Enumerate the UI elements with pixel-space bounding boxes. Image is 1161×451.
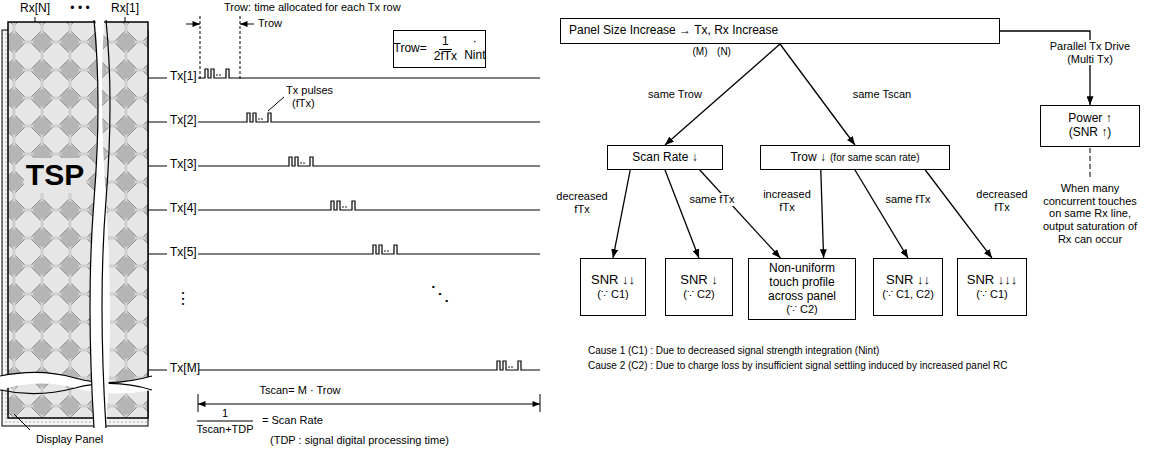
cause-note: Cause 1 (C1) : Due to decreased signal s… [588, 345, 879, 357]
box-note: (∵ C2) [683, 288, 714, 301]
box-text: Panel Size Increase → Tx, Rx Increase [569, 24, 778, 38]
pulse-dot [345, 206, 347, 208]
scan-time-formula: Tscan= M · Trow [260, 384, 341, 397]
rx-label: Rx[N] [20, 2, 50, 16]
edge-label: same Tscan [845, 88, 920, 101]
tx-label: Tx[2] [170, 114, 197, 128]
result-box: SNR ↓(∵ C2) [665, 258, 733, 316]
pulse-dot [387, 250, 389, 252]
panel-name: TSP [24, 158, 86, 193]
pulse-dot [261, 118, 263, 120]
box-note: (∵ C1) [597, 288, 628, 301]
result-box: SNR ↓↓(∵ C1) [580, 258, 646, 316]
box-note: (∵ C2) [786, 303, 817, 316]
flow-arrow [665, 170, 699, 258]
subscript-note: (M) [693, 46, 708, 58]
tx-label: Tx[5] [170, 246, 197, 260]
formula-text: · Nint [464, 35, 485, 63]
edge-label: increased fTx [758, 188, 816, 213]
box-text: SNR ↓↓↓ [967, 273, 1018, 288]
edge-label: decreased fTx [553, 190, 611, 215]
pulse-dot [508, 366, 510, 368]
result-box: SNR ↓↓(∵ C1, C2) [873, 258, 943, 316]
definition-note: (TDP : signal digital processing time) [270, 434, 449, 447]
flow-arrow [855, 170, 908, 258]
edge-label: same fTx [688, 193, 736, 206]
tx-label: Tx[M] [170, 362, 200, 376]
result-box: Non-uniform touch profile across panel(∵… [748, 258, 856, 320]
tx-waveforms [198, 69, 540, 370]
cause-note: Cause 2 (C2) : Due to charge loss by ins… [588, 360, 1008, 372]
box-note: (for same scan rate) [830, 152, 919, 164]
tx-waveform [198, 157, 540, 166]
tx-waveform [198, 113, 540, 122]
fraction-denominator: Tscan+TDP [196, 423, 253, 436]
formula-text: 1 [439, 35, 452, 50]
tx-label: Tx[1] [170, 70, 197, 84]
flow-arrow [700, 170, 781, 258]
box-note: (∵ C1, C2) [882, 288, 934, 301]
pulse-dot [303, 162, 305, 164]
flow-arrow [613, 170, 630, 258]
tx-label: Tx[3] [170, 158, 197, 172]
edge-label: decreased fTx [973, 188, 1031, 213]
panel-name: Display Panel [36, 433, 103, 446]
edge-label: same Trow [640, 88, 710, 101]
box-note: (SNR ↑) [1069, 126, 1112, 140]
pulse-dot [258, 118, 260, 120]
timing-annotations [186, 16, 1090, 421]
touch-screen-panel [0, 0, 152, 430]
tx-waveform [198, 69, 540, 78]
saturation-note: When many concurrent touches on same Rx … [1036, 182, 1144, 245]
fraction-numerator: 1 [222, 407, 228, 420]
rx-label: Rx[1] [111, 2, 139, 16]
result-box: SNR ↓↓↓(∵ C1) [957, 258, 1027, 316]
pulse-dot [216, 74, 218, 76]
box-text: Scan Rate ↓ [632, 151, 697, 165]
definition-note: Trow: time allocated for each Tx row [224, 1, 401, 14]
formula-text: Trow= [394, 42, 427, 56]
box-text: SNR ↓↓ [886, 273, 930, 288]
box-text: Non-uniform touch profile across panel [754, 262, 850, 303]
box-text: SNR ↓ [680, 273, 718, 288]
timing-dimension: Trow [258, 17, 282, 30]
tx-waveform [198, 201, 540, 210]
box-note: (∵ C1) [976, 288, 1007, 301]
flow-arrow [925, 170, 992, 258]
edge-label: same fTx [884, 193, 932, 206]
process-box: Panel Size Increase → Tx, Rx Increase [560, 18, 1000, 44]
tx-waveform [198, 245, 540, 254]
formula-box: Trow=12fTx· Nint [393, 30, 486, 68]
ellipsis: ⋮ [175, 290, 191, 308]
frequency-label: (fTx) [292, 97, 315, 110]
tx-label: Tx[4] [170, 202, 197, 216]
formula-text: 2fTx [431, 50, 460, 64]
edge-label: Parallel Tx Drive (Multi Tx) [1043, 40, 1138, 65]
pulse-dot [384, 250, 386, 252]
pulse-dot [511, 366, 513, 368]
subscript-note: (N) [717, 46, 731, 58]
fraction: 12fTx [431, 35, 460, 64]
flow-arrow [821, 170, 824, 258]
pulse-dot [342, 206, 344, 208]
pulse-label: Tx pulses [286, 84, 333, 97]
box-text: Trow ↓ [790, 151, 826, 165]
process-box: Trow ↓ (for same scan rate) [760, 145, 950, 170]
pulse-dot [300, 162, 302, 164]
leader-lines [14, 17, 284, 430]
tx-waveform [198, 361, 540, 370]
box-text: Power ↑ [1068, 112, 1111, 126]
formula-text: = Scan Rate [262, 414, 323, 427]
process-box: Scan Rate ↓ [607, 145, 723, 170]
box-text: SNR ↓↓ [591, 273, 635, 288]
ellipsis: • • • [70, 2, 89, 16]
ellipsis: ⋱ [430, 282, 450, 305]
process-box: Power ↑(SNR ↑) [1040, 105, 1140, 147]
pulse-dot [219, 74, 221, 76]
